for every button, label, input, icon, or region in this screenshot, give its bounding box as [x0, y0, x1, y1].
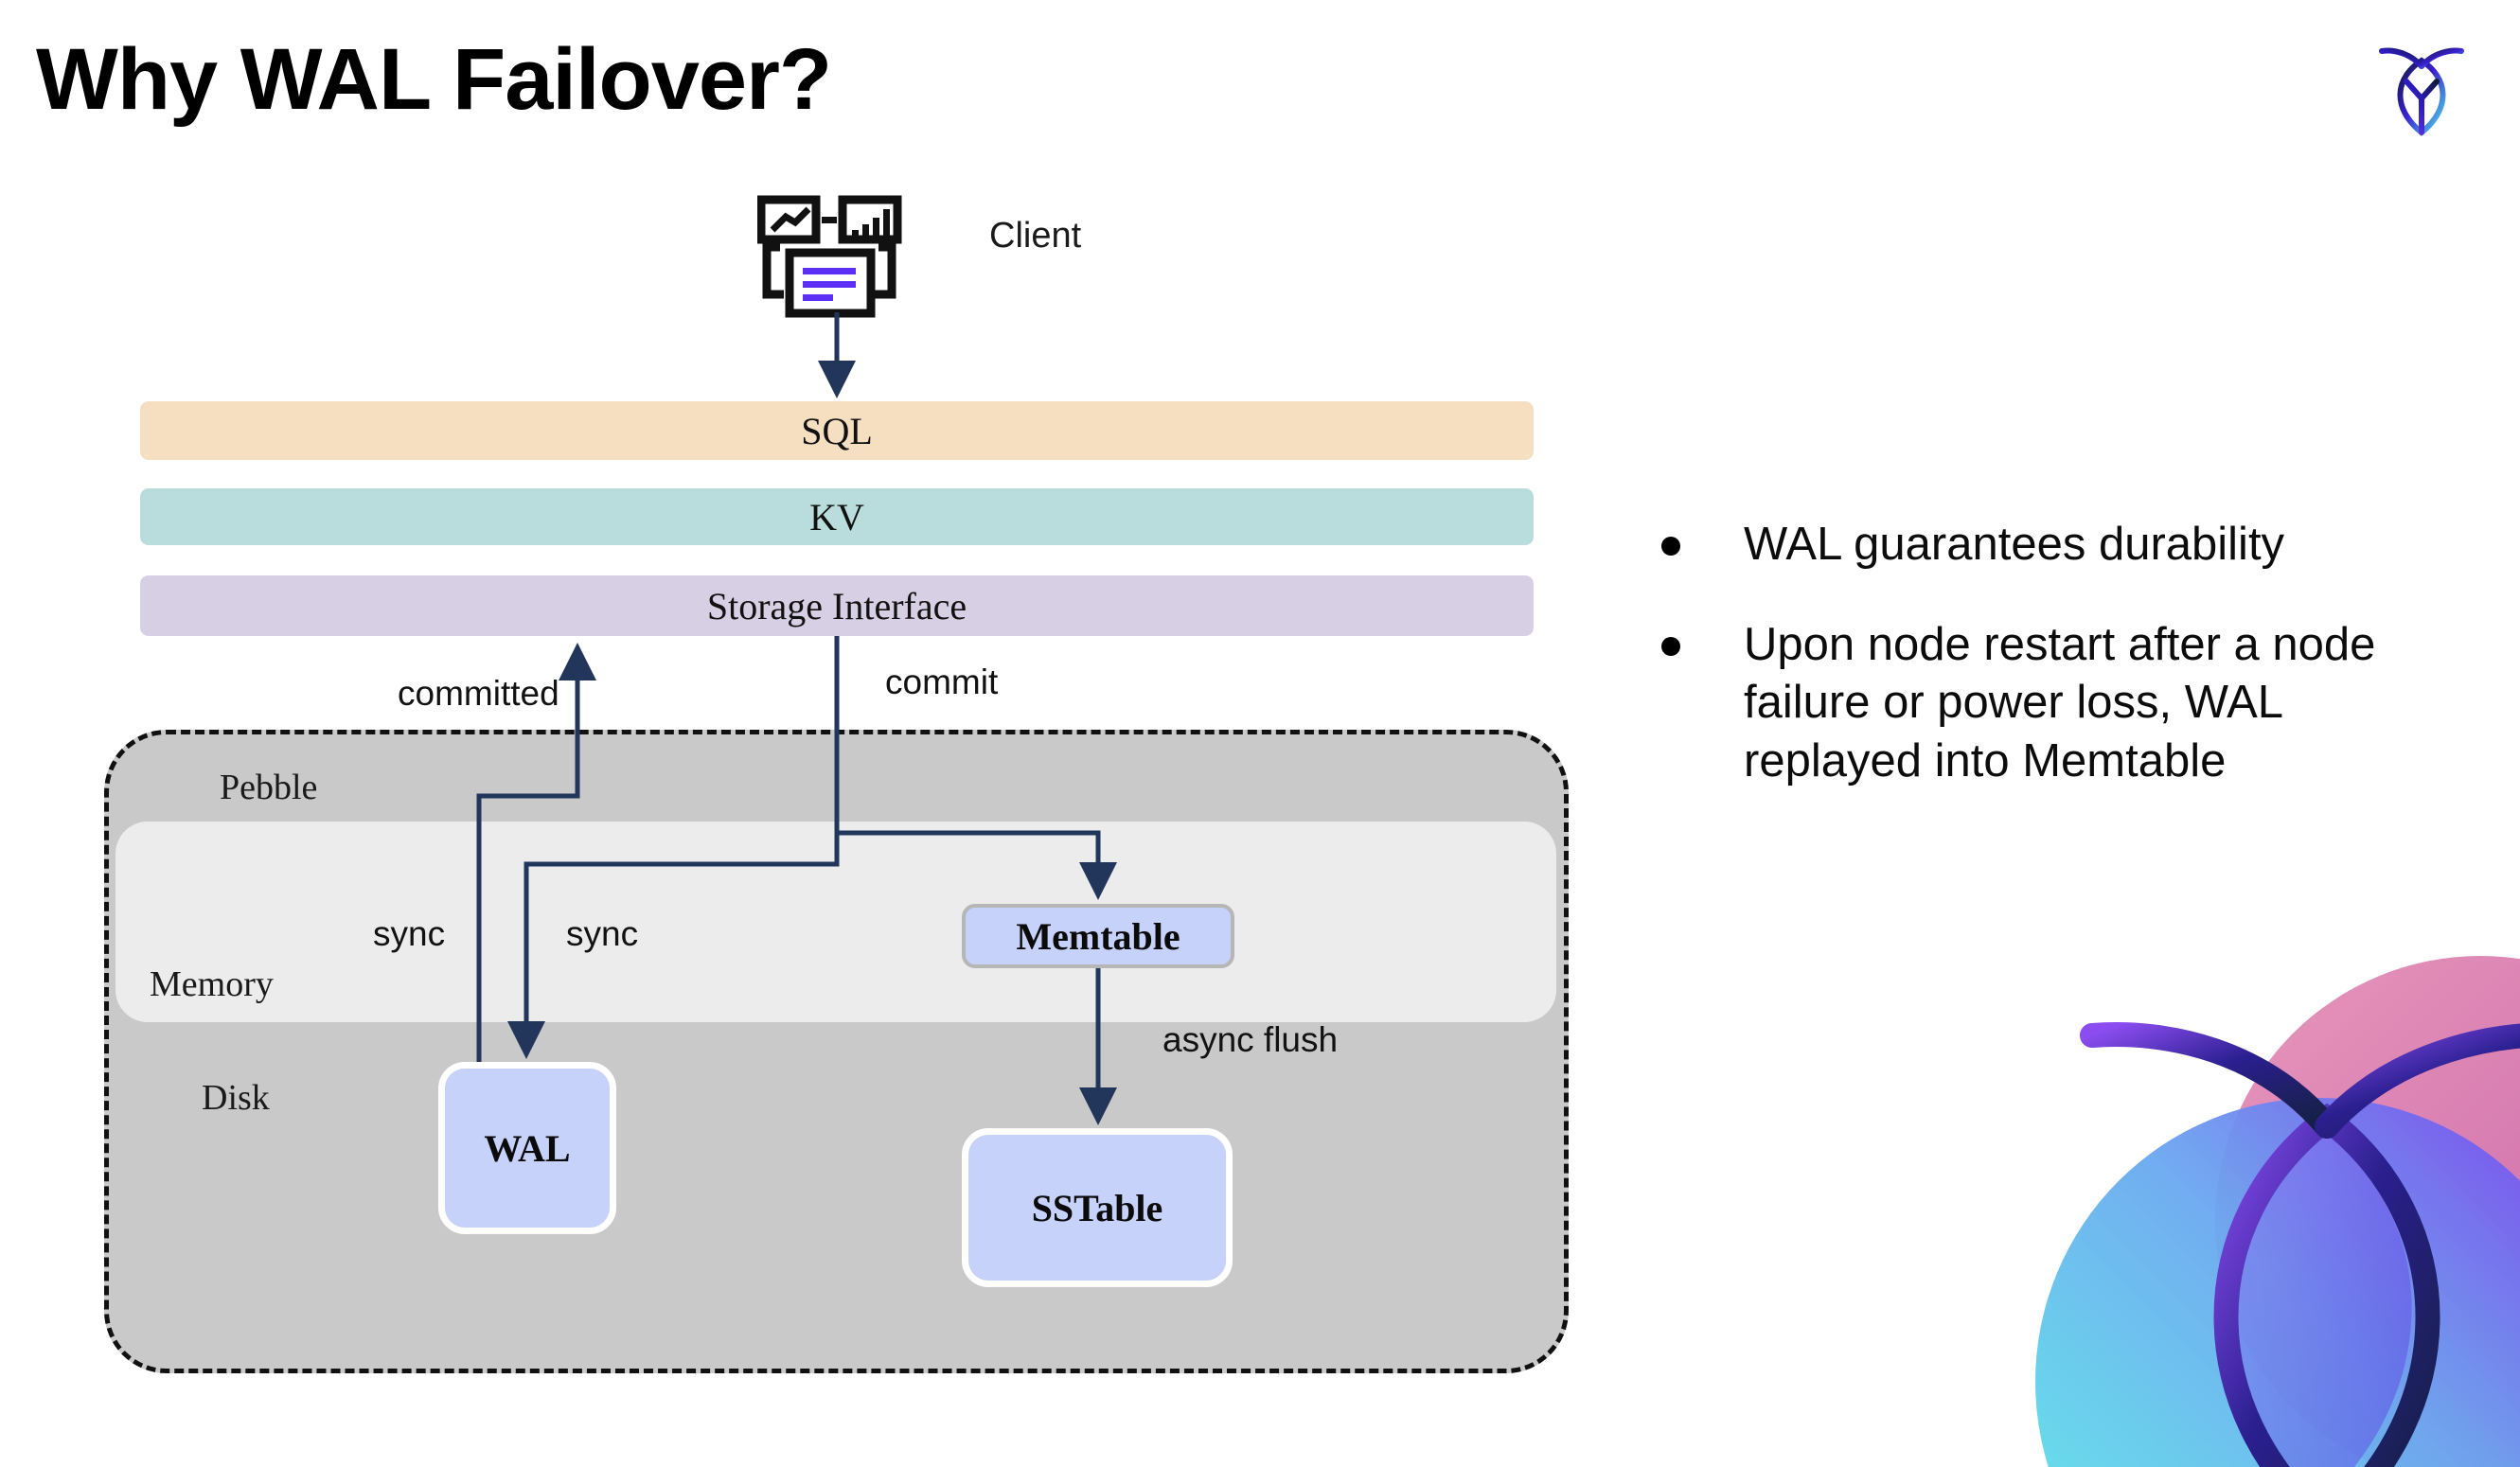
disk-label: Disk: [202, 1078, 270, 1118]
memory-label: Memory: [150, 964, 274, 1004]
layer-label-kv: KV: [809, 495, 864, 539]
architecture-diagram: Client SQL KV Storage Interface Pebble M…: [104, 194, 1569, 1373]
node-label-sstable: SSTable: [1031, 1186, 1163, 1229]
edge-label-sync-out: sync: [373, 914, 446, 953]
bullet-text: WAL guarantees durability: [1744, 519, 2285, 570]
bullet-dot-icon: [1661, 537, 1680, 556]
layer-label-sql: SQL: [801, 409, 873, 452]
cockroachdb-watermark-icon: [1950, 937, 2520, 1467]
list-item: WAL guarantees durability: [1661, 516, 2466, 574]
memory-region: [115, 822, 1556, 1022]
layer-bar-storage-interface: Storage Interface: [140, 575, 1534, 636]
list-item: Upon node restart after a node failure o…: [1661, 616, 2466, 791]
cockroachdb-logo-icon: [2365, 36, 2478, 150]
pebble-label: Pebble: [220, 768, 318, 807]
edge-label-sync-in: sync: [566, 914, 639, 953]
layer-bar-sql: SQL: [140, 401, 1534, 460]
layer-label-storage: Storage Interface: [706, 584, 967, 627]
bullet-dot-icon: [1661, 636, 1680, 656]
node-label-wal: WAL: [484, 1126, 571, 1170]
edge-label-commit: commit: [885, 663, 999, 701]
client-label: Client: [989, 216, 1082, 256]
edge-label-committed: committed: [398, 674, 559, 713]
page-title: Why WAL Failover?: [36, 31, 832, 128]
node-label-memtable: Memtable: [1016, 914, 1180, 958]
bullet-text: Upon node restart after a node failure o…: [1744, 618, 2376, 787]
client-dashboard-icon: [756, 194, 909, 322]
bullet-list: WAL guarantees durability Upon node rest…: [1661, 516, 2466, 833]
slide-canvas: Why WAL Failover?: [36, 31, 2520, 1467]
layer-bar-kv: KV: [140, 488, 1534, 545]
node-sstable[interactable]: SSTable: [962, 1128, 1233, 1287]
edge-label-async-flush: async flush: [1162, 1020, 1339, 1059]
node-wal[interactable]: WAL: [438, 1062, 616, 1234]
node-memtable[interactable]: Memtable: [962, 904, 1234, 968]
